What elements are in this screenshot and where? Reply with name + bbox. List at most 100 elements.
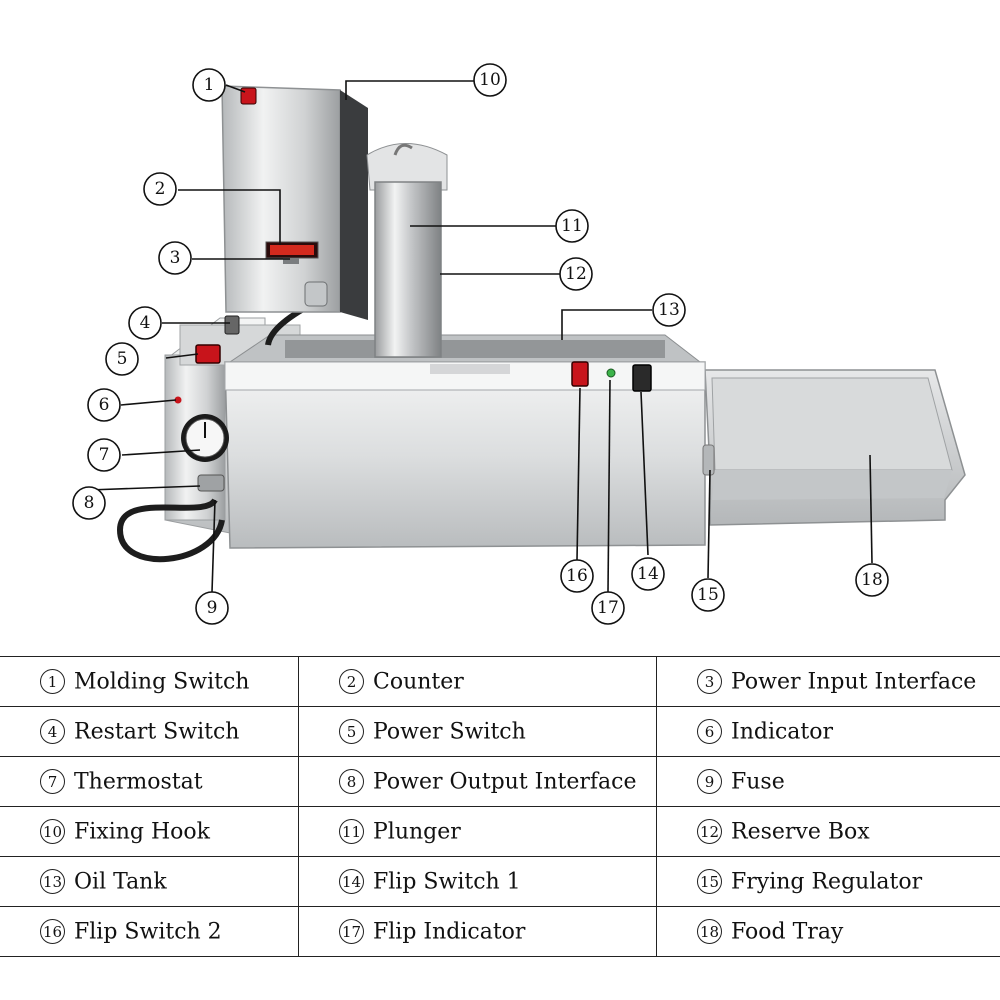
legend-number-badge: 1 [40, 669, 65, 695]
legend-cell: 18 Food Tray [656, 906, 1000, 957]
legend-cell: 11 Plunger [298, 806, 657, 857]
power-switch-graphic[interactable] [195, 344, 221, 364]
svg-text:8: 8 [84, 493, 95, 513]
legend-number-badge: 14 [339, 869, 364, 895]
legend-cell: 7 Thermostat [0, 756, 299, 807]
legend-number-badge: 3 [697, 669, 722, 695]
legend-row: 1 Molding Switch 2 Counter 3 Power Input In… [0, 656, 1000, 707]
legend-label: Power Output Interface [373, 769, 637, 795]
connector-plug [304, 281, 328, 307]
legend-cell: 16 Flip Switch 2 [0, 906, 299, 957]
flip-switch-1-graphic[interactable] [632, 364, 652, 392]
callout-15: 15 [691, 578, 725, 612]
frying-regulator-graphic[interactable] [702, 444, 715, 476]
legend-label: Power Switch [373, 719, 526, 745]
legend-number-badge: 15 [697, 869, 722, 895]
restart-switch-graphic[interactable] [224, 315, 240, 335]
callout-16: 16 [560, 559, 594, 593]
power-cable [116, 497, 225, 563]
callout-8: 8 [72, 486, 106, 520]
legend-label: Flip Switch 1 [373, 869, 521, 895]
svg-text:9: 9 [207, 598, 218, 618]
callout-18: 18 [855, 563, 889, 597]
legend-cell: 12 Reserve Box [656, 806, 1000, 857]
legend-cell: 17 Flip Indicator [298, 906, 657, 957]
svg-text:2: 2 [155, 179, 166, 199]
indicator-graphic [174, 396, 182, 404]
legend-label: Oil Tank [74, 869, 167, 895]
leader-lines [88, 80, 873, 593]
callout-9: 9 [195, 591, 229, 625]
callout-4: 4 [128, 306, 162, 340]
callout-7: 7 [87, 438, 121, 472]
legend-cell: 5 Power Switch [298, 706, 657, 757]
thermostat-graphic[interactable] [181, 414, 229, 462]
legend-number-badge: 16 [40, 919, 65, 945]
legend-number-badge: 9 [697, 769, 722, 795]
svg-text:3: 3 [170, 248, 181, 268]
legend-number-badge: 11 [339, 819, 364, 845]
legend-cell: 14 Flip Switch 1 [298, 856, 657, 907]
svg-text:13: 13 [658, 300, 680, 320]
callout-1: 1 [192, 68, 226, 102]
callout-3: 3 [158, 241, 192, 275]
svg-text:1: 1 [204, 75, 215, 95]
legend-cell: 9 Fuse [656, 756, 1000, 807]
counter-tower [221, 85, 368, 320]
legend-label: Power Input Interface [731, 669, 977, 695]
svg-text:17: 17 [597, 598, 619, 618]
legend-number-badge: 2 [339, 669, 364, 695]
callout-13: 13 [652, 293, 686, 327]
svg-text:18: 18 [861, 570, 883, 590]
main-body [224, 361, 706, 549]
legend-number-badge: 4 [40, 719, 65, 745]
machine-illustration [116, 85, 966, 563]
callout-2: 2 [143, 172, 177, 206]
oil-tank [228, 334, 702, 363]
legend-label: Plunger [373, 819, 461, 845]
flip-indicator-graphic [606, 368, 616, 378]
legend-label: Counter [373, 669, 464, 695]
legend-number-badge: 17 [339, 919, 364, 945]
legend-label: Flip Switch 2 [74, 919, 222, 945]
legend-cell: 8 Power Output Interface [298, 756, 657, 807]
legend-label: Fuse [731, 769, 785, 795]
legend-label: Molding Switch [74, 669, 250, 695]
legend-number-badge: 8 [339, 769, 364, 795]
legend-label: Reserve Box [731, 819, 870, 845]
legend-label: Fixing Hook [74, 819, 210, 845]
legend-number-badge: 18 [697, 919, 722, 945]
legend-number-badge: 6 [697, 719, 722, 745]
legend-label: Food Tray [731, 919, 844, 945]
svg-text:7: 7 [99, 445, 110, 465]
legend-number-badge: 7 [40, 769, 65, 795]
callout-12: 12 [559, 257, 593, 291]
svg-text:11: 11 [561, 216, 583, 236]
legend-label: Thermostat [74, 769, 203, 795]
svg-text:6: 6 [99, 395, 110, 415]
flip-switch-2-graphic[interactable] [571, 361, 589, 387]
svg-text:5: 5 [117, 349, 128, 369]
callout-10: 10 [473, 63, 507, 97]
svg-text:15: 15 [697, 585, 719, 605]
legend-number-badge: 12 [697, 819, 722, 845]
svg-text:14: 14 [637, 564, 659, 584]
legend-cell: 1 Molding Switch [0, 656, 299, 707]
legend-number-badge: 5 [339, 719, 364, 745]
donut-machine-diagram: 1 10 2 3 11 12 13 4 5 6 7 8 9 16 17 14 1… [72, 63, 966, 625]
callout-5: 5 [105, 342, 139, 376]
food-tray [704, 369, 966, 526]
legend-label: Flip Indicator [373, 919, 526, 945]
callout-11: 11 [555, 209, 589, 243]
callout-6: 6 [87, 388, 121, 422]
svg-text:16: 16 [566, 566, 588, 586]
legend-cell: 3 Power Input Interface [656, 656, 1000, 707]
callout-17: 17 [591, 591, 625, 625]
